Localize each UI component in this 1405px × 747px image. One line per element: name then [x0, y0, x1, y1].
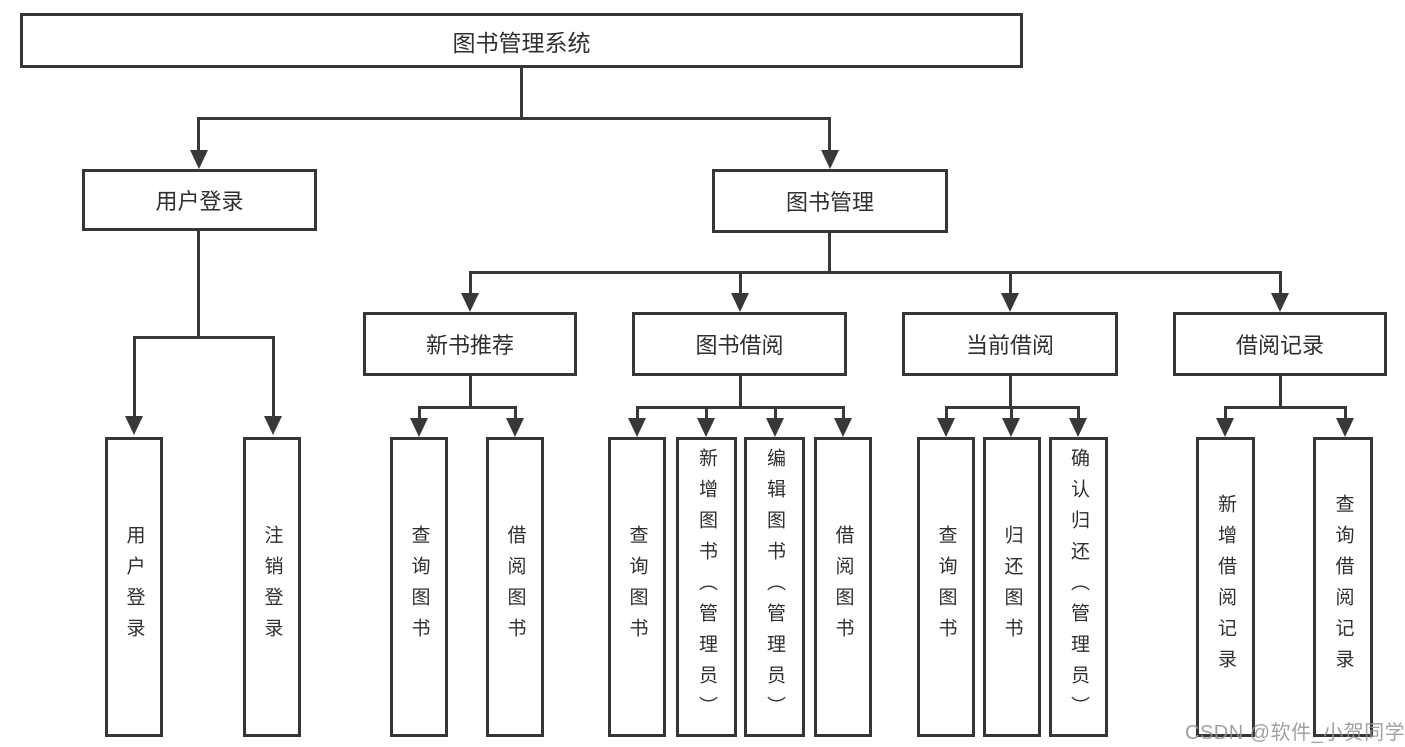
connector-rail-level2 — [197, 117, 831, 120]
connector-arrow-line — [774, 406, 777, 420]
connector-stub — [1279, 375, 1282, 408]
node-library-management-system: 图书管理系统 — [20, 13, 1023, 68]
connector-arrow-line — [469, 271, 472, 294]
connector-rail — [1224, 406, 1347, 409]
connector-arrow-line — [739, 271, 742, 294]
arrowhead-to-book-management — [821, 150, 839, 169]
connector-mgmt-stub — [828, 232, 831, 273]
connector-arrow-line — [418, 406, 421, 420]
connector-stub — [739, 375, 742, 408]
csdn-watermark: CSDN @软件_小贺同学 — [1185, 722, 1405, 744]
connector-arrow-line — [133, 336, 136, 417]
connector-arrow-line — [1010, 406, 1013, 420]
arrowhead-to-leaf — [834, 418, 852, 437]
connector-rail — [418, 406, 517, 409]
connector-arrow-line — [1344, 406, 1347, 420]
connector-arrow-line — [197, 117, 200, 151]
arrowhead-to-leaf — [410, 418, 428, 437]
arrowhead-to-current-borrow — [1001, 293, 1019, 312]
leaf-query-book: 查询图书 — [608, 437, 666, 737]
leaf-user-login: 用户登录 — [105, 437, 163, 737]
leaf-edit-book-admin: 编辑图书（管理员） — [744, 437, 805, 737]
arrowhead-to-new-book — [461, 293, 479, 312]
leaf-add-book-admin: 新增图书（管理员） — [676, 437, 737, 737]
connector-arrow-line — [842, 406, 845, 420]
node-user-login: 用户登录 — [82, 169, 317, 231]
leaf-logout: 注销登录 — [243, 437, 301, 737]
arrowhead-to-leaf — [1336, 418, 1354, 437]
node-book-borrow: 图书借阅 — [632, 312, 847, 376]
arrowhead-to-leaf-logout — [264, 416, 282, 435]
connector-arrow-line — [1279, 271, 1282, 294]
connector-stub — [469, 375, 472, 408]
connector-arrow-line — [1224, 406, 1227, 420]
arrowhead-to-borrow-record — [1271, 293, 1289, 312]
arrowhead-to-leaf — [628, 418, 646, 437]
arrowhead-to-leaf — [1069, 418, 1087, 437]
connector-arrow-line — [1009, 271, 1012, 294]
connector-arrow-line — [945, 406, 948, 420]
arrowhead-to-book-borrow — [731, 293, 749, 312]
leaf-borrow-book: 借阅图书 — [814, 437, 872, 737]
connector-login-stub — [197, 230, 200, 337]
arrowhead-to-leaf — [697, 418, 715, 437]
node-current-borrow: 当前借阅 — [902, 312, 1118, 376]
connector-arrow-line — [828, 117, 831, 151]
connector-rail-level3 — [469, 271, 1282, 274]
arrowhead-to-leaf — [1002, 418, 1020, 437]
connector-arrow-line — [636, 406, 639, 420]
leaf-add-borrow-record: 新增借阅记录 — [1196, 437, 1255, 737]
arrowhead-to-leaf — [506, 418, 524, 437]
connector-arrow-line — [1077, 406, 1080, 420]
leaf-borrow-book: 借阅图书 — [486, 437, 544, 737]
arrowhead-to-user-login — [190, 150, 208, 169]
leaf-query-borrow-record: 查询借阅记录 — [1313, 437, 1373, 737]
arrowhead-to-leaf-user-login — [125, 416, 143, 435]
arrowhead-to-leaf — [766, 418, 784, 437]
connector-rail — [636, 406, 845, 409]
node-new-book-recommend: 新书推荐 — [363, 312, 577, 376]
connector-rail-login — [133, 336, 275, 339]
node-borrow-record: 借阅记录 — [1173, 312, 1387, 376]
leaf-confirm-return-admin: 确认归还（管理员） — [1049, 437, 1108, 737]
arrowhead-to-leaf — [937, 418, 955, 437]
connector-arrow-line — [705, 406, 708, 420]
leaf-query-book: 查询图书 — [390, 437, 448, 737]
connector-arrow-line — [514, 406, 517, 420]
connector-stub — [1009, 375, 1012, 408]
node-book-management: 图书管理 — [712, 169, 948, 233]
leaf-return-book: 归还图书 — [983, 437, 1041, 737]
leaf-query-book: 查询图书 — [917, 437, 975, 737]
connector-arrow-line — [272, 336, 275, 417]
connector-root-stub — [520, 66, 523, 119]
arrowhead-to-leaf — [1216, 418, 1234, 437]
